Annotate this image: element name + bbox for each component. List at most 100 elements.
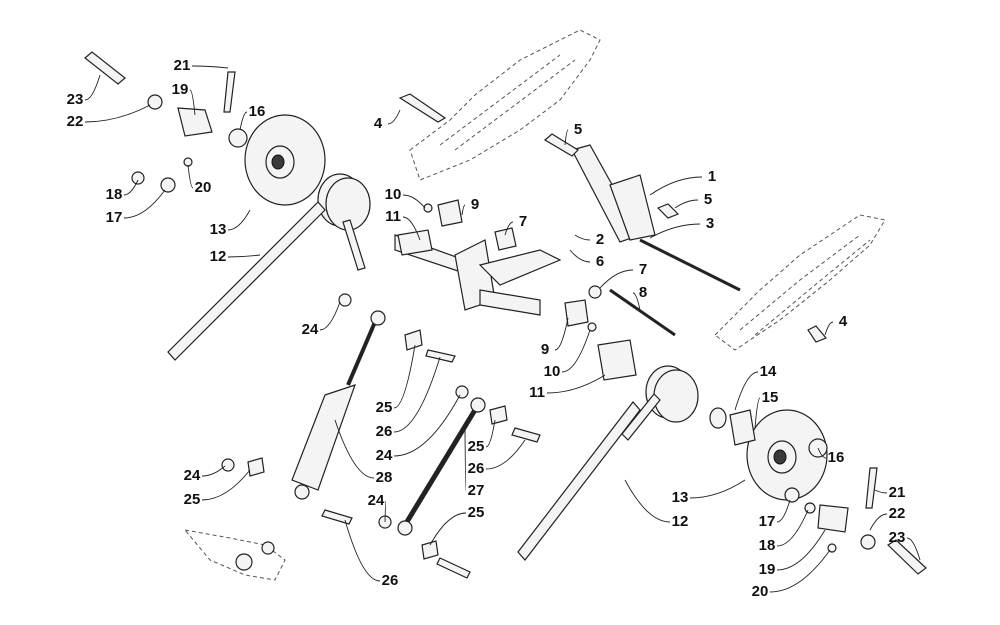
leader-c2 xyxy=(574,234,591,241)
callout-c16b: 16 xyxy=(828,449,845,466)
leader-c24c xyxy=(201,465,226,477)
leader-c25b xyxy=(485,419,496,448)
leader-c20a xyxy=(187,164,194,189)
callout-c18b: 18 xyxy=(759,537,776,554)
callout-c24d: 24 xyxy=(368,492,385,509)
callout-c25a: 25 xyxy=(376,399,393,416)
idler-wheel-right xyxy=(746,409,828,501)
leader-c21b xyxy=(874,489,888,494)
leader-c26a xyxy=(393,356,441,433)
leader-c28 xyxy=(334,419,375,479)
rail-upper xyxy=(409,29,601,181)
callout-c26a: 26 xyxy=(376,423,393,440)
leader-c11a xyxy=(402,216,421,241)
torsion-spring-right xyxy=(517,365,699,561)
leader-c25d xyxy=(429,512,467,546)
leader-c10b xyxy=(561,329,591,373)
leader-c5b xyxy=(674,199,699,209)
chassis-fragment xyxy=(183,529,286,581)
callout-c11b: 11 xyxy=(529,384,545,401)
callout-c7b: 7 xyxy=(639,261,647,278)
callout-c12a: 12 xyxy=(210,248,227,265)
callout-c24b: 24 xyxy=(376,447,393,464)
leader-c16b xyxy=(817,447,827,459)
callout-c20a: 20 xyxy=(195,179,212,196)
callout-c22b: 22 xyxy=(889,505,906,522)
callout-c28: 28 xyxy=(376,469,393,486)
leader-c26c xyxy=(344,519,381,582)
leader-c20b xyxy=(769,549,831,593)
leader-c23a xyxy=(84,74,101,101)
rod-8 xyxy=(609,288,676,337)
leader-c15 xyxy=(754,397,761,429)
leader-c14 xyxy=(734,371,759,411)
leader-c17b xyxy=(776,499,791,523)
callout-c5a: 5 xyxy=(574,121,582,138)
callout-c20b: 20 xyxy=(752,583,769,600)
leader-c16a xyxy=(239,111,248,131)
leader-lines xyxy=(84,65,921,593)
leader-c22a xyxy=(84,104,151,123)
callout-c1: 1 xyxy=(708,168,716,185)
callout-c5b: 5 xyxy=(704,191,712,208)
callout-c6: 6 xyxy=(596,253,604,270)
callout-c21b: 21 xyxy=(889,484,906,501)
leader-c21a xyxy=(191,65,229,69)
callout-c8: 8 xyxy=(639,284,647,301)
callout-labels: 1234455677899101011111212131314151616171… xyxy=(67,57,906,600)
leader-c4a xyxy=(387,109,401,125)
callout-c24c: 24 xyxy=(184,467,201,484)
leader-c8 xyxy=(632,292,641,311)
leader-c19a xyxy=(189,89,196,116)
leader-c24a xyxy=(319,301,341,331)
callout-c24a: 24 xyxy=(302,321,319,338)
leader-c9b xyxy=(554,317,569,351)
callout-c26b: 26 xyxy=(468,460,485,477)
leader-c25a xyxy=(393,344,416,409)
callout-c7a: 7 xyxy=(519,213,527,230)
callout-c13a: 13 xyxy=(210,221,227,238)
leader-c11b xyxy=(546,374,606,394)
leader-c1 xyxy=(649,176,703,196)
callout-c17b: 17 xyxy=(759,513,776,530)
leader-c26b xyxy=(485,439,526,470)
callout-c25c: 25 xyxy=(184,491,201,508)
callout-c16a: 16 xyxy=(249,103,266,120)
link-arm xyxy=(397,397,486,536)
callout-c14: 14 xyxy=(760,363,777,380)
callout-c13b: 13 xyxy=(672,489,689,506)
leader-c18b xyxy=(776,509,809,547)
callout-c4a: 4 xyxy=(374,115,383,132)
leader-c19b xyxy=(776,529,826,571)
leader-c12b xyxy=(624,479,671,523)
leader-c18a xyxy=(123,179,139,196)
leader-c6 xyxy=(569,249,591,263)
leader-c3 xyxy=(649,223,701,239)
callout-c12b: 12 xyxy=(672,513,689,530)
callout-c11a: 11 xyxy=(385,208,401,225)
callout-c21a: 21 xyxy=(174,57,191,74)
leader-c9a xyxy=(461,204,466,216)
callout-c9b: 9 xyxy=(541,341,549,358)
leader-c23b xyxy=(906,537,921,561)
rail-lower xyxy=(714,214,886,351)
leader-c24d xyxy=(384,500,387,523)
callout-c23b: 23 xyxy=(889,529,906,546)
callout-c4b: 4 xyxy=(839,313,848,330)
rear-bracket xyxy=(571,144,656,243)
callout-c27: 27 xyxy=(468,482,485,499)
leader-c5a xyxy=(564,129,569,146)
leader-c25c xyxy=(201,469,251,501)
callout-c19a: 19 xyxy=(172,81,189,98)
callout-c3: 3 xyxy=(706,215,714,232)
callout-c19b: 19 xyxy=(759,561,776,578)
leader-c13b xyxy=(689,479,746,499)
leader-c12a xyxy=(227,254,261,258)
callout-c2: 2 xyxy=(596,231,604,248)
callout-c15: 15 xyxy=(762,389,779,406)
callout-c9a: 9 xyxy=(471,196,479,213)
callout-c23a: 23 xyxy=(67,91,84,108)
torsion-spring-left xyxy=(167,173,371,361)
leader-c7a xyxy=(504,221,514,236)
